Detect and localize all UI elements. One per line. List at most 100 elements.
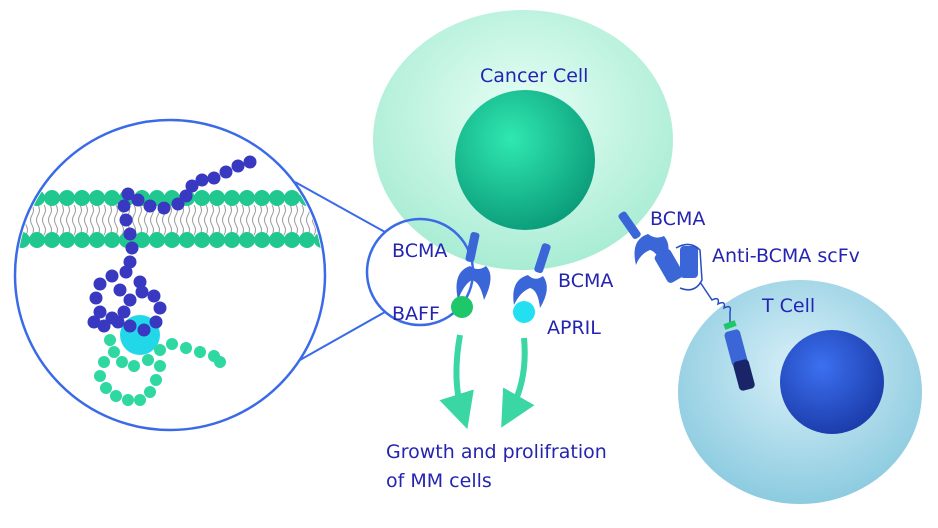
baff-label: BAFF [392, 303, 440, 325]
lipid-tail [222, 204, 226, 236]
lipid-tail [258, 204, 262, 236]
bcma-residue-bead [121, 187, 135, 201]
lipid-head-bead [254, 232, 270, 248]
bcma-residue-bead [147, 289, 161, 303]
bcma-residue-bead [97, 319, 111, 333]
bcma-residue-bead [113, 283, 127, 297]
ligand-residue-bead [116, 356, 128, 368]
lipid-head-bead [74, 190, 90, 206]
lipid-tail [66, 204, 70, 236]
cancer-cell-label: Cancer Cell [480, 65, 588, 87]
bcma-residue-bead [119, 213, 133, 227]
bcma-scfv-complex [618, 211, 755, 391]
lipid-tail [168, 204, 172, 236]
lipid-tail [210, 204, 214, 236]
bcma-residue-bead [135, 285, 149, 299]
lipid-tail [108, 204, 112, 236]
bcma-residue-bead [117, 305, 131, 319]
lipid-head-bead [134, 232, 150, 248]
lipid-tail [294, 204, 298, 236]
outcome-line-1: Growth and prolifration [386, 441, 607, 463]
arrow-baff-to-growth [439, 334, 474, 430]
lipid-head-bead [269, 232, 285, 248]
lipid-tail [180, 204, 184, 236]
cancer-cell-nucleus [455, 90, 595, 230]
lipid-head-bead [44, 232, 60, 248]
lipid-head-bead [209, 190, 225, 206]
ligand-residue-bead [110, 390, 122, 402]
lipid-tail [102, 204, 106, 236]
lipid-tail [30, 204, 34, 236]
april-ligand [513, 301, 535, 323]
lipid-tail [186, 204, 190, 236]
lipid-head-bead [194, 232, 210, 248]
lipid-head-bead [224, 190, 240, 206]
lipid-head-bead [299, 232, 315, 248]
lipid-head-bead [104, 232, 120, 248]
lipid-tail [42, 204, 46, 236]
lipid-head-bead [89, 232, 105, 248]
lipid-tail [90, 204, 94, 236]
lipid-head-bead [29, 232, 45, 248]
lipid-tail [60, 204, 64, 236]
bcma-residue-bead [93, 277, 107, 291]
bcma-residue-bead [149, 315, 163, 329]
bcma-label-april: BCMA [558, 270, 613, 292]
lipid-tail [72, 204, 76, 236]
bcma-residue-bead [93, 305, 107, 319]
lipid-head-bead [179, 232, 195, 248]
baff-ligand [451, 296, 473, 318]
lipid-tail [36, 204, 40, 236]
bcma-residue-bead [185, 179, 199, 193]
arrow-april-to-growth [501, 337, 535, 428]
april-label: APRIL [547, 317, 601, 339]
ligand-residue-bead [150, 374, 162, 386]
bcma-residue-bead [125, 241, 139, 255]
lipid-tail [48, 204, 52, 236]
anti-bcma-scfv-label: Anti-BCMA scFv [712, 245, 860, 267]
t-cell-nucleus [780, 330, 884, 434]
lipid-tail [78, 204, 82, 236]
lipid-tail [288, 204, 292, 236]
bcma-residue-bead [195, 173, 209, 187]
lipid-tail [216, 204, 220, 236]
ligand-residue-bead [194, 346, 206, 358]
lipid-head-bead [284, 232, 300, 248]
lipid-tail [282, 204, 286, 236]
bcma-residue-bead [89, 291, 103, 305]
bcma-residue-bead [171, 197, 185, 211]
bcma-residue-bead [143, 199, 157, 213]
lipid-tail [240, 204, 244, 236]
bcma-residue-bead [123, 293, 137, 307]
bcma-residue-bead [123, 227, 137, 241]
lipid-head-bead [284, 190, 300, 206]
bcma-residue-bead [105, 269, 119, 283]
ligand-residue-bead [108, 346, 120, 358]
ligand-residue-bead [128, 360, 140, 372]
ligand-residue-bead [122, 394, 134, 406]
lipid-head-bead [59, 190, 75, 206]
lipid-tail [300, 204, 304, 236]
lipid-tail [228, 204, 232, 236]
ligand-residue-bead [142, 354, 154, 366]
ligand-residue-bead [98, 356, 110, 368]
lipid-tail [252, 204, 256, 236]
outcome-line-2: of MM cells [386, 470, 492, 492]
bcma-residue-bead [219, 165, 233, 179]
ligand-residue-bead [94, 370, 106, 382]
lipid-head-bead [209, 232, 225, 248]
ligand-residue-bead [154, 360, 166, 372]
ligand-residue-bead [144, 386, 156, 398]
zoom-large-circle [13, 118, 327, 432]
bcma-label-scfv: BCMA [650, 208, 705, 230]
bcma-residue-bead [153, 301, 167, 315]
bcma-residue-bead [117, 199, 131, 213]
zoom-connector-bottom [299, 311, 386, 361]
ligand-residue-bead [100, 382, 112, 394]
bcma-residue-bead [207, 171, 221, 185]
lipid-tail [54, 204, 58, 236]
lipid-tail [325, 205, 328, 235]
lipid-head-bead [74, 232, 90, 248]
lipid-tail [270, 204, 274, 236]
bcma-residue-bead [243, 155, 257, 169]
